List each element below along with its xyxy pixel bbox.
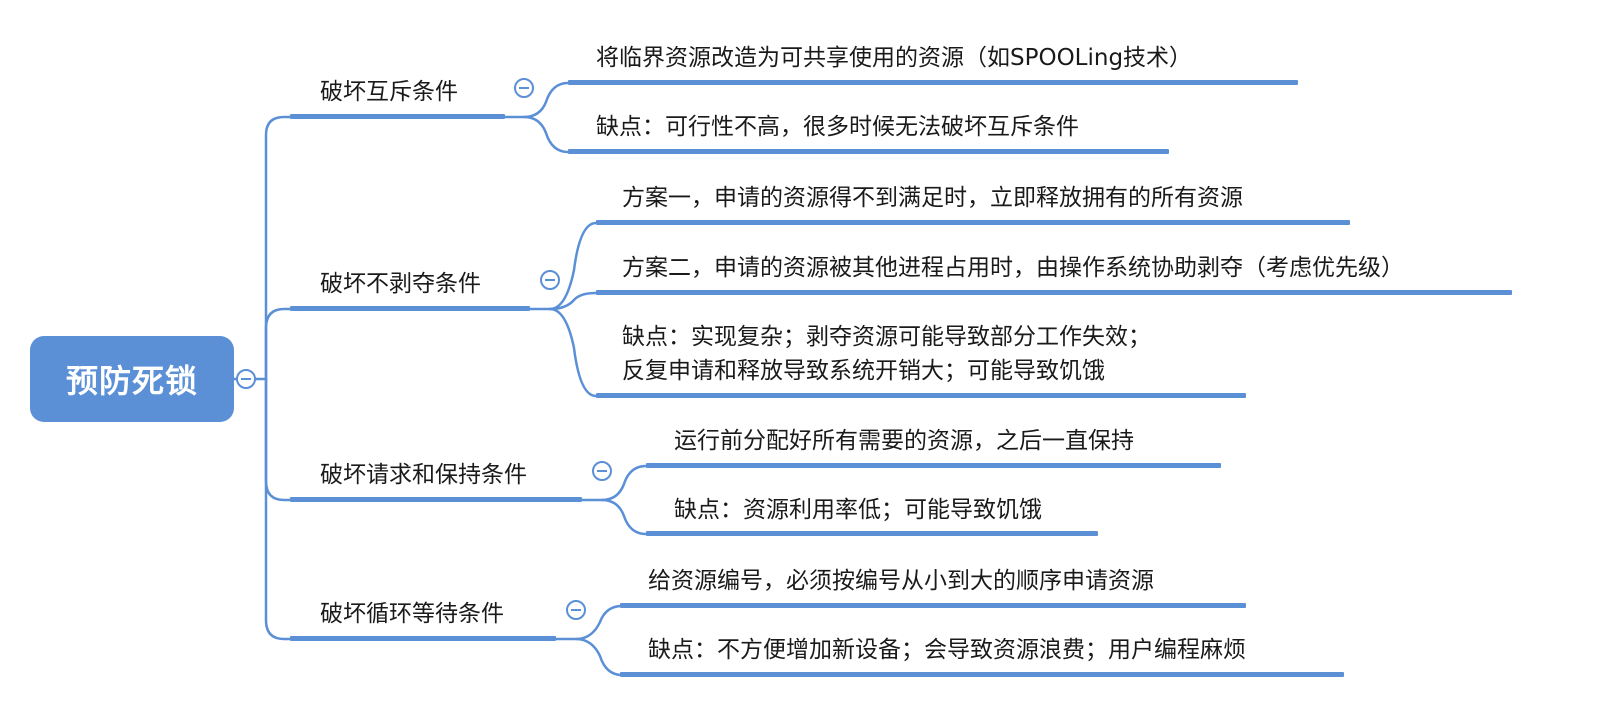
branch-underline-4 <box>290 636 556 641</box>
leaf-3-1[interactable]: 运行前分配好所有需要的资源，之后一直保持 <box>674 428 1134 454</box>
collapse-branch-3-button[interactable] <box>592 461 612 481</box>
minus-circle-icon <box>571 609 581 611</box>
minus-circle-icon <box>545 279 555 281</box>
leaf-underline-2-2 <box>596 290 1512 295</box>
leaf-2-2[interactable]: 方案二，申请的资源被其他进程占用时，由操作系统协助剥夺（考虑优先级） <box>622 255 1404 281</box>
collapse-branch-2-button[interactable] <box>540 270 560 290</box>
connector-b2-leaf3 <box>548 307 598 398</box>
minus-circle-icon <box>519 87 529 89</box>
connector-b2-leaf2 <box>548 291 598 311</box>
branch-label-4[interactable]: 破坏循环等待条件 <box>320 601 504 627</box>
collapse-branch-4-button[interactable] <box>566 600 586 620</box>
branch-underline-2 <box>290 306 530 311</box>
branch-label-2[interactable]: 破坏不剥夺条件 <box>320 271 481 297</box>
branch-label-1[interactable]: 破坏互斥条件 <box>320 79 458 105</box>
minus-circle-icon <box>597 470 607 472</box>
leaf-underline-1-2 <box>568 149 1169 154</box>
collapse-root-button[interactable] <box>236 369 256 389</box>
branch-label-3[interactable]: 破坏请求和保持条件 <box>320 462 527 488</box>
leaf-2-1[interactable]: 方案一，申请的资源得不到满足时，立即释放拥有的所有资源 <box>622 185 1243 211</box>
connector-b1-leaf2 <box>522 115 570 154</box>
leaf-3-2[interactable]: 缺点：资源利用率低；可能导致饥饿 <box>674 497 1042 523</box>
leaf-2-3-line-2[interactable]: 反复申请和释放导致系统开销大；可能导致饥饿 <box>622 358 1105 384</box>
leaf-4-1[interactable]: 给资源编号，必须按编号从小到大的顺序申请资源 <box>648 568 1154 594</box>
leaf-4-2[interactable]: 缺点：不方便增加新设备；会导致资源浪费；用户编程麻烦 <box>648 637 1246 663</box>
connector-branch-3 <box>264 377 292 502</box>
connector-b3-leaf2 <box>600 498 648 536</box>
connector-branch-4 <box>264 377 292 641</box>
connector-b2-leaf1 <box>528 221 598 311</box>
leaf-underline-2-3 <box>596 393 1246 398</box>
connector-b4-leaf2 <box>574 637 624 677</box>
leaf-1-2[interactable]: 缺点：可行性不高，很多时候无法破坏互斥条件 <box>596 114 1079 140</box>
leaf-2-3-line-1[interactable]: 缺点：实现复杂；剥夺资源可能导致部分工作失效； <box>622 324 1151 350</box>
leaf-underline-4-1 <box>620 603 1246 608</box>
connector-branch-2 <box>264 307 292 381</box>
leaf-underline-2-1 <box>596 220 1350 225</box>
leaf-1-1[interactable]: 将临界资源改造为可共享使用的资源（如SPOOLing技术） <box>596 45 1193 71</box>
branch-underline-3 <box>290 497 582 502</box>
minus-circle-icon <box>241 378 251 380</box>
root-label: 预防死锁 <box>65 362 198 400</box>
leaf-underline-4-2 <box>620 672 1344 677</box>
leaf-underline-3-2 <box>646 531 1098 536</box>
root-node[interactable]: 预防死锁 <box>30 336 234 422</box>
leaf-underline-3-1 <box>646 463 1221 468</box>
connector-branch-1 <box>256 115 292 381</box>
collapse-branch-1-button[interactable] <box>514 78 534 98</box>
leaf-underline-1-1 <box>568 80 1298 85</box>
branch-underline-1 <box>290 114 505 119</box>
